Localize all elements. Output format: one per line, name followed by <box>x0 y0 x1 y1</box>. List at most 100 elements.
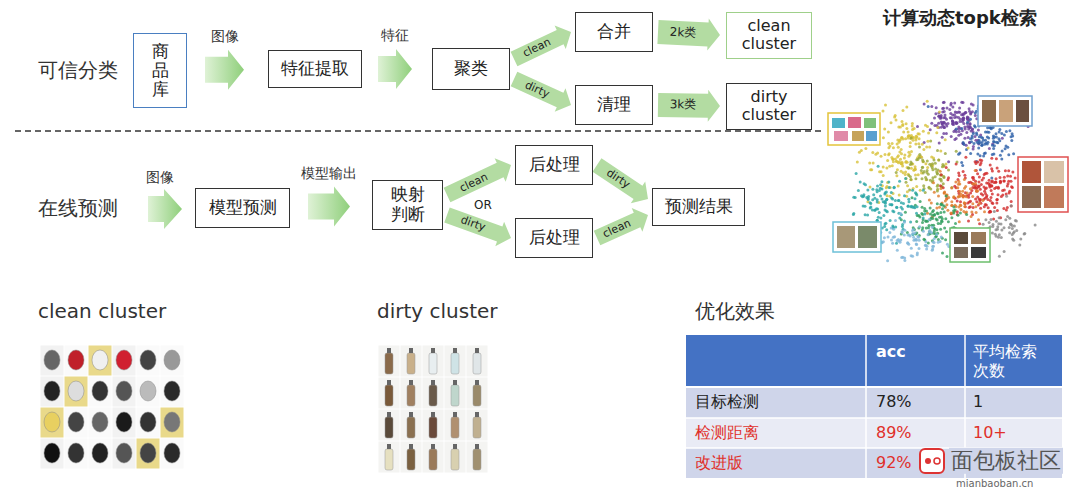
bottle-cap <box>387 444 391 449</box>
scatter-dot <box>935 106 938 109</box>
scatter-dot <box>898 180 901 183</box>
photo-ground <box>113 408 136 438</box>
bottle-cap <box>431 412 435 417</box>
product-photo <box>65 439 88 469</box>
scatter-dot <box>872 162 875 165</box>
scatter-dot <box>900 170 903 173</box>
scatter-dot <box>963 143 966 146</box>
scatter-dot <box>999 180 1002 183</box>
scatter-dot <box>929 128 932 131</box>
bottle-shape <box>451 385 459 406</box>
scatter-dot <box>909 145 912 148</box>
scatter-dot <box>901 161 904 164</box>
scatter-dot <box>1011 135 1014 138</box>
scatter-dot <box>991 232 994 235</box>
scatter-dot <box>1014 176 1017 179</box>
product-photo <box>423 378 444 409</box>
scatter-dot <box>960 161 963 164</box>
scatter-dot <box>900 162 903 165</box>
product-photo <box>65 408 88 438</box>
mouse-shape <box>68 381 84 401</box>
scatter-dot <box>864 205 867 208</box>
scatter-dot <box>947 220 950 223</box>
thumbnail <box>982 100 996 122</box>
scatter-dot <box>918 156 921 159</box>
scatter-dot <box>986 131 989 134</box>
node-text-group: 映射判断 <box>388 185 428 224</box>
scatter-dot <box>946 209 949 212</box>
scatter-dot <box>940 235 943 238</box>
scatter-dot <box>911 189 914 192</box>
scatter-dot <box>979 168 982 171</box>
mouse-shape <box>92 350 108 370</box>
bottle-shape <box>385 353 393 374</box>
scatter-dot <box>915 185 918 188</box>
bottle-shape <box>429 449 437 470</box>
scatter-dot <box>966 202 969 205</box>
scatter-dot <box>963 202 966 205</box>
scatter-dot <box>905 122 908 125</box>
scatter-dot <box>914 143 917 146</box>
scatter-dot <box>881 188 884 191</box>
scatter-dot <box>921 221 924 224</box>
scatter-dot <box>929 207 932 210</box>
scatter-dot <box>1011 224 1014 227</box>
section-heading: 优化效果 <box>695 299 775 323</box>
scatter-dot <box>882 110 885 113</box>
scatter-dot <box>947 160 950 163</box>
scatter-dot <box>914 139 917 142</box>
scatter-dot <box>923 238 926 241</box>
scatter-dot <box>889 219 892 222</box>
edge-label: 模型输出 <box>301 166 357 181</box>
scatter-dot <box>892 160 895 163</box>
scatter-dot <box>936 202 939 205</box>
node-label: 预测结果 <box>665 197 733 217</box>
scatter-dot <box>891 164 894 167</box>
photo-ground <box>137 346 160 376</box>
scatter-dot <box>920 169 923 172</box>
thumbnail <box>971 247 986 258</box>
scatter-dot <box>904 161 907 164</box>
scatter-dot <box>940 174 943 177</box>
scatter-dot <box>947 176 950 179</box>
scatter-dot <box>909 141 912 144</box>
scatter-dot <box>955 127 958 130</box>
product-photo <box>467 442 488 473</box>
scatter-dot <box>971 202 974 205</box>
product-photo <box>423 410 444 441</box>
scatter-dot <box>911 229 914 232</box>
scatter-dot <box>982 223 985 226</box>
scatter-dot <box>913 228 916 231</box>
scatter-dot <box>878 189 881 192</box>
scatter-dot <box>882 214 885 217</box>
photo-ground <box>161 346 184 376</box>
scatter-dot <box>926 159 929 162</box>
scatter-dot <box>981 194 984 197</box>
scatter-dot <box>952 205 955 208</box>
scatter-dot <box>1004 169 1007 172</box>
scatter-dot <box>945 195 948 198</box>
scatter-dot <box>915 135 918 138</box>
scatter-dot <box>1001 150 1004 153</box>
bottle-shape <box>385 385 393 406</box>
callout-box <box>1018 157 1068 212</box>
node-label: 清理 <box>597 95 631 115</box>
scatter-dot <box>972 206 975 209</box>
scatter-dot <box>869 206 872 209</box>
scatter-dot <box>941 252 944 255</box>
bottle-shape <box>473 449 481 470</box>
watermark-dot <box>925 458 931 464</box>
scatter-dot <box>984 218 987 221</box>
scatter-dot <box>988 147 991 150</box>
photo-ground <box>467 442 488 473</box>
scatter-dot <box>909 137 912 140</box>
scatter-dot <box>936 188 939 191</box>
scatter-dot <box>948 108 951 111</box>
scatter-dot <box>995 141 998 144</box>
scatter-dot <box>1015 220 1018 223</box>
node-text-group: 模型预测 <box>209 198 277 218</box>
product-photo <box>423 442 444 473</box>
bottle-shape <box>473 385 481 406</box>
scatter-dot <box>958 220 961 223</box>
scatter-dot <box>912 169 915 172</box>
